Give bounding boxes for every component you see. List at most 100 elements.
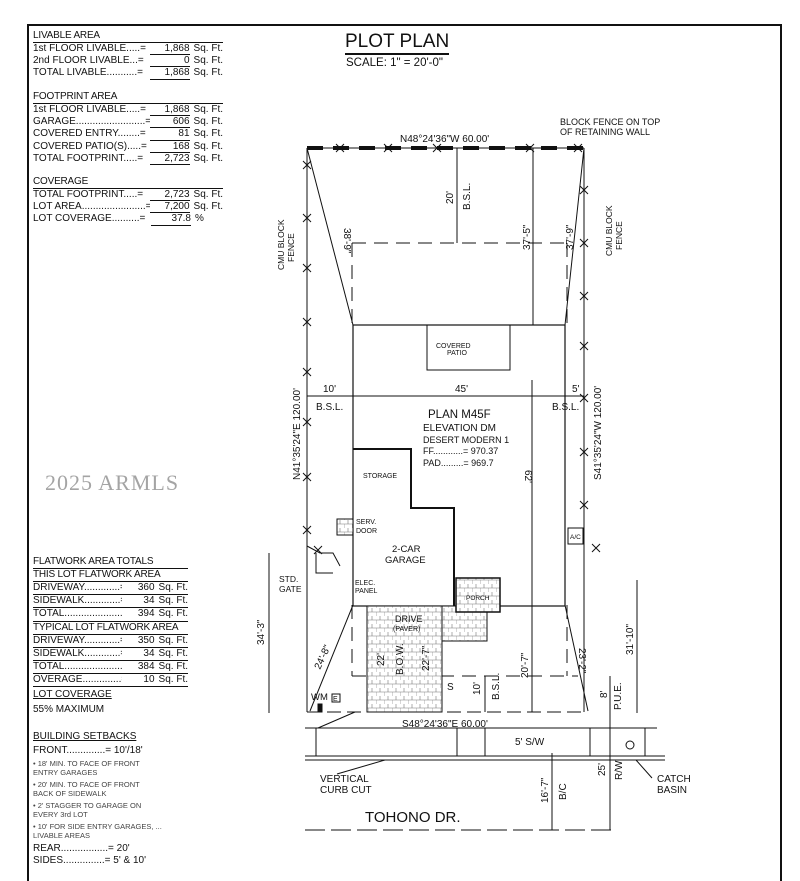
bsl-label: B.S.L. — [316, 402, 343, 413]
row-unit: Sq. Ft. — [158, 582, 188, 593]
driveway-paver — [366, 605, 443, 713]
plan-name: PLAN M45F — [428, 409, 491, 421]
row-unit: Sq. Ft. — [158, 608, 188, 620]
covered-patio — [426, 324, 511, 371]
fence-x-mark — [302, 367, 312, 377]
dim-16-7: 16'-7" — [540, 777, 551, 803]
section-heading: LOT COVERAGE — [33, 689, 112, 700]
covered-patio-label: PATIO — [447, 350, 468, 357]
bsl-label: B.S.L. — [552, 402, 579, 413]
cmu-fence-label: CMU BLOCK — [604, 205, 614, 256]
dim-34-3: 34'-3" — [256, 619, 267, 645]
row-value: 0 — [149, 55, 190, 68]
row-unit: Sq. Ft. — [158, 660, 188, 672]
livable-area-table: LIVABLE AREA 1st FLOOR LIVABLE.....=1,86… — [33, 30, 223, 80]
row-value: 606 — [149, 116, 190, 129]
ac-label: A/C — [570, 534, 581, 541]
serv-door-label: SERV. — [356, 519, 376, 526]
dimension-line — [309, 604, 354, 712]
section-heading: FLATWORK AREA TOTALS — [33, 556, 188, 569]
cmu-fence-label: FENCE — [286, 233, 296, 262]
setback-front: FRONT..............= 10'/18' — [33, 745, 143, 756]
fence-x-mark — [302, 317, 312, 327]
fence-x-mark — [335, 143, 345, 153]
street-name: TOHONO DR. — [365, 809, 461, 826]
bc-label: B/C — [558, 783, 569, 800]
row-value: 1,868 — [149, 67, 190, 80]
flatwork-table: FLATWORK AREA TOTALS THIS LOT FLATWORK A… — [33, 556, 188, 688]
sheet-border-right — [780, 24, 782, 881]
row-label: DRIVEWAY.............= — [33, 634, 123, 646]
garage-wall — [353, 448, 455, 606]
sewer-label: S — [447, 682, 454, 693]
serv-door-label: DOOR — [356, 528, 377, 535]
subsection-heading: TYPICAL LOT FLATWORK AREA — [33, 622, 188, 635]
row-label: 1st FLOOR LIVABLE.....= — [33, 104, 146, 115]
cmu-fence-label: FENCE — [614, 221, 624, 250]
row-unit: Sq. Ft. — [158, 634, 188, 646]
fence-x-mark — [573, 143, 583, 153]
elec-panel-label: ELEC. — [355, 580, 375, 587]
porch-label: PORCH — [466, 595, 490, 602]
table-row: LOT COVERAGE..........=37.8% — [33, 213, 223, 226]
row-unit: Sq. Ft. — [158, 647, 188, 659]
garage-label: GARAGE — [385, 555, 426, 566]
row-label: OVERAGE..............= — [33, 674, 123, 686]
row-value: 7,200 — [149, 201, 190, 214]
dim-8: 8' — [599, 690, 610, 698]
fence-x-mark — [525, 143, 535, 153]
serv-door-pad — [336, 518, 354, 536]
row-value: 81 — [149, 128, 190, 141]
front-bearing: S48°24'36"E 60.00' — [402, 719, 488, 730]
lot-coverage-value: 55% MAXIMUM — [33, 704, 105, 715]
bow-label: B.O.W. — [395, 643, 406, 675]
dim-37-9: 37'-9" — [565, 224, 576, 250]
row-value: 2,723 — [149, 153, 190, 165]
dimension-line — [306, 147, 354, 326]
drive-label: DRIVE — [395, 614, 423, 624]
row-label: COVERED ENTRY........= — [33, 128, 146, 140]
row-label: COVERED PATIO(S).....= — [33, 140, 147, 152]
footprint-area-table: FOOTPRINT AREA 1st FLOOR LIVABLE.....=1,… — [33, 91, 223, 165]
row-value: 384 — [137, 660, 155, 672]
dim-31-10: 31'-10" — [625, 624, 636, 655]
sheet-border-top — [27, 24, 782, 26]
section-heading: LIVABLE AREA — [33, 30, 223, 43]
row-unit: Sq. Ft. — [158, 674, 188, 686]
row-unit: Sq. Ft. — [193, 201, 223, 213]
row-unit: Sq. Ft. — [193, 55, 223, 67]
dim-20-7: 20'-7" — [520, 652, 531, 678]
page-title: PLOT PLAN — [345, 31, 450, 55]
row-unit: Sq. Ft. — [158, 595, 188, 607]
catch-basin-label: BASIN — [657, 785, 687, 796]
dim-5: 5' — [572, 384, 580, 395]
water-meter — [317, 703, 323, 713]
row-label: LOT AREA.......................= — [33, 201, 150, 213]
section-heading: COVERAGE — [33, 176, 223, 189]
section-heading: FOOTPRINT AREA — [33, 91, 223, 104]
row-value: 1,868 — [149, 104, 190, 117]
setback-line — [351, 242, 568, 325]
dim-10: 10' — [323, 384, 336, 395]
section-heading: BUILDING SETBACKS — [33, 731, 137, 742]
pad-elevation: PAD.........= 969.7 — [423, 458, 494, 468]
setback-note: • 18' MIN. TO FACE OF FRONT ENTRY GARAGE… — [33, 759, 140, 777]
row-unit: Sq. Ft. — [193, 116, 223, 128]
dim-23-2: 23'-2" — [576, 648, 587, 674]
electric-meter-box — [331, 693, 341, 703]
row-unit: Sq. Ft. — [193, 43, 223, 54]
subsection-heading: THIS LOT FLATWORK AREA — [33, 569, 188, 582]
porch — [455, 577, 501, 613]
row-label: TOTAL.....................= — [33, 660, 123, 672]
row-label: TOTAL LIVABLE...........= — [33, 67, 143, 79]
row-label: TOTAL.....................= — [33, 608, 123, 620]
bsl-label: B.S.L. — [462, 183, 473, 210]
